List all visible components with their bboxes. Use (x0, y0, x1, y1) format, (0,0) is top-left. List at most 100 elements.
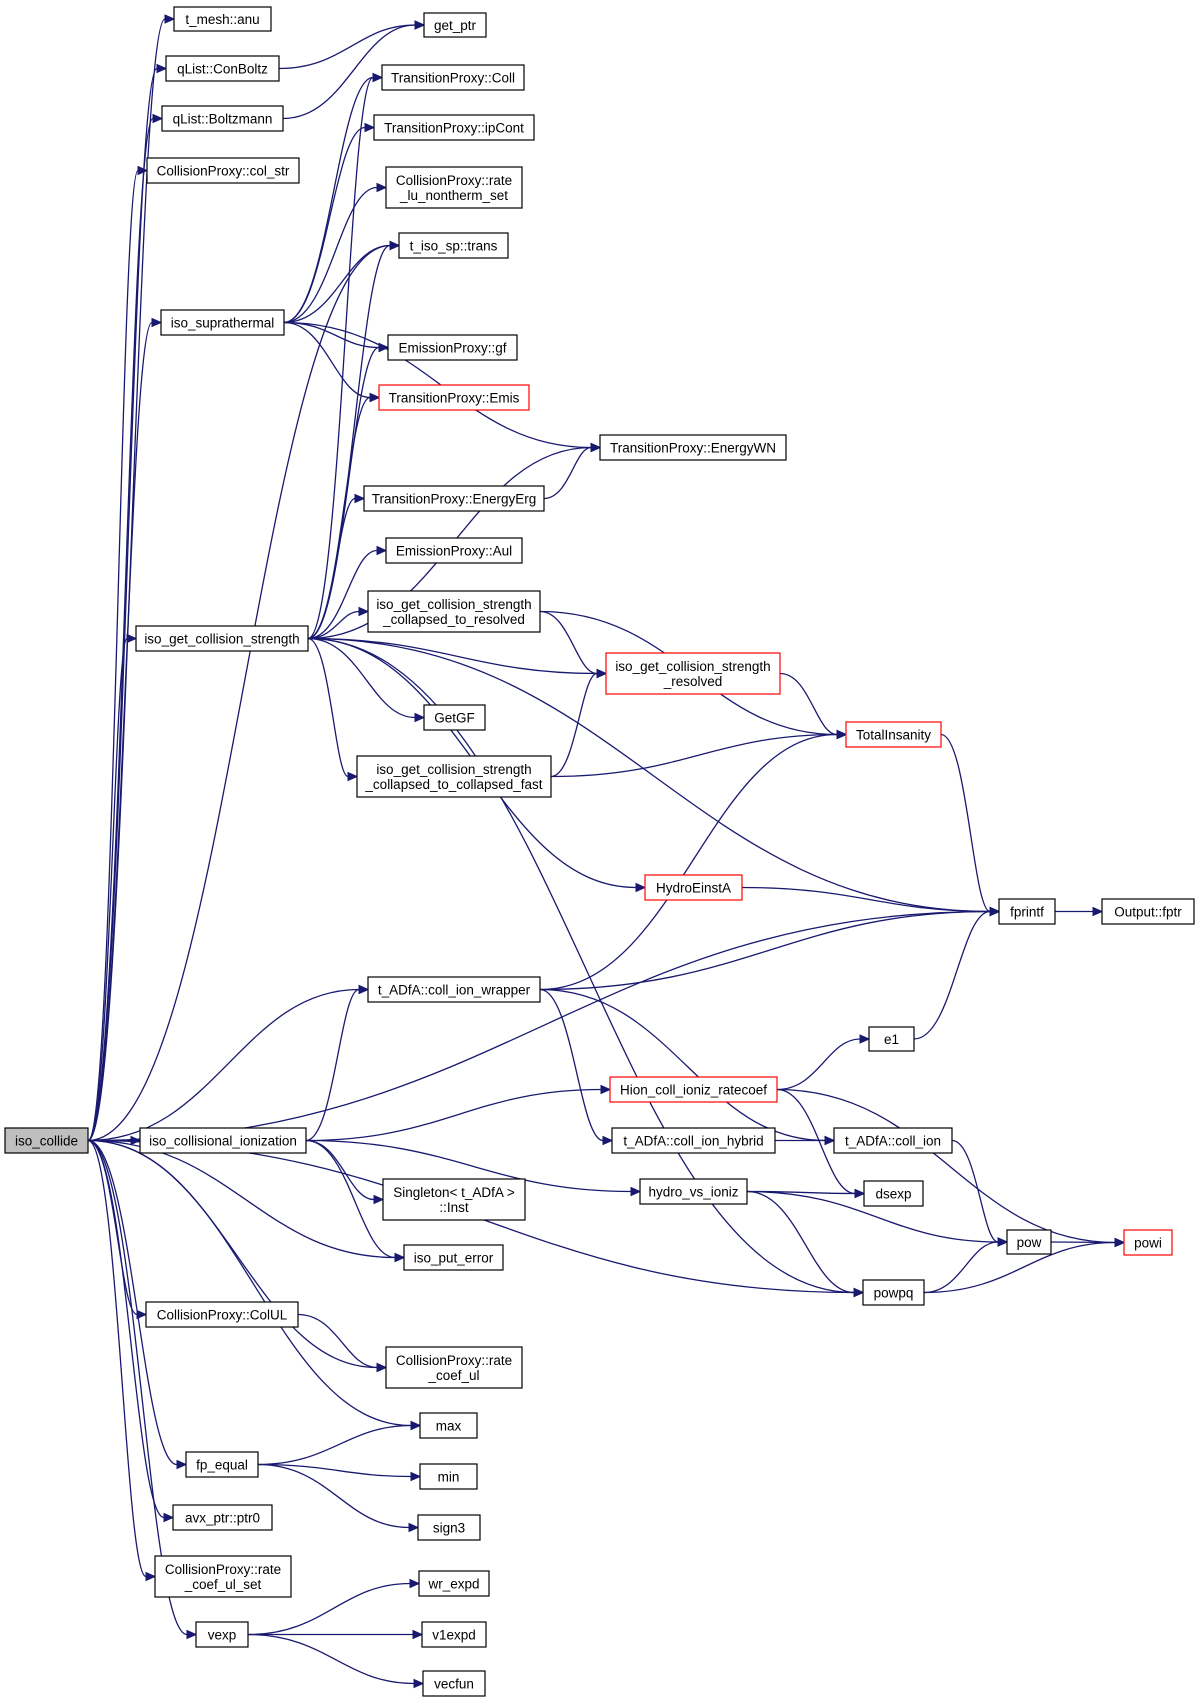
node-label: t_ADfA::coll_ion_wrapper (378, 983, 531, 998)
edge-iso_coll_ion-to-hydro_vs_ioniz (305, 1139, 642, 1197)
node-dsexp[interactable]: dsexp (863, 1180, 924, 1207)
node-sign3[interactable]: sign3 (417, 1514, 481, 1541)
arrowhead-icon (378, 342, 390, 353)
node-TP_Emis[interactable]: TransitionProxy::Emis (378, 384, 530, 411)
edge-fp_equal-to-max (257, 1420, 422, 1466)
node-igcs_c2cf[interactable]: iso_get_collision_strength_collapsed_to_… (356, 755, 552, 798)
edge-coll_ion_hybrid-to-coll_ion (775, 1135, 836, 1146)
node-label: EmissionProxy::Aul (396, 544, 512, 559)
edge-igcs-to-igcs_c2cf (307, 637, 359, 782)
node-label: iso_suprathermal (171, 316, 275, 331)
node-box (165, 55, 280, 82)
node-Boltzmann[interactable]: qList::Boltzmann (161, 105, 284, 132)
node-EP_gf[interactable]: EmissionProxy::gf (387, 334, 518, 361)
edge-line (741, 886, 991, 913)
arrowhead-icon (635, 882, 647, 893)
node-iso_put_error[interactable]: iso_put_error (403, 1244, 504, 1271)
node-avx_ptr0[interactable]: avx_ptr::ptr0 (172, 1504, 273, 1531)
node-Singleton[interactable]: Singleton< t_ADfA >::Inst (382, 1178, 526, 1221)
node-label: Hion_coll_ioniz_ratecoef (620, 1083, 767, 1098)
node-label: qList::ConBoltz (177, 62, 268, 77)
node-max[interactable]: max (419, 1412, 478, 1439)
node-box (385, 166, 523, 209)
node-label: GetGF (434, 711, 475, 726)
edge-line (307, 76, 374, 640)
node-get_ptr[interactable]: get_ptr (423, 12, 487, 38)
node-TotalInsanity[interactable]: TotalInsanity (845, 721, 942, 748)
node-igcs_c2r[interactable]: iso_get_collision_strength_collapsed_to_… (367, 590, 541, 633)
edge-iso_collide-to-t_mesh_anu (87, 14, 176, 1142)
node-pow[interactable]: pow (1006, 1229, 1052, 1255)
node-trans[interactable]: t_iso_sp::trans (398, 232, 509, 259)
node-iso_suprathermal[interactable]: iso_suprathermal (160, 309, 285, 336)
node-box (417, 1514, 481, 1541)
node-box (605, 652, 781, 695)
node-igcs_res[interactable]: iso_get_collision_strength_resolved (605, 652, 781, 695)
node-TP_EnergyErg[interactable]: TransitionProxy::EnergyErg (363, 485, 545, 512)
edge-TP_EnergyErg-to-TP_EnergyWN (543, 442, 602, 500)
node-box (185, 1451, 259, 1478)
node-powpq[interactable]: powpq (862, 1279, 925, 1306)
node-label: dsexp (875, 1187, 911, 1202)
node-rate_lu[interactable]: CollisionProxy::rate_lu_nontherm_set (385, 166, 523, 209)
node-iso_collide[interactable]: iso_collide (4, 1127, 89, 1154)
edge-iso_collide-to-rate_coef_ul (87, 1139, 388, 1373)
node-rate_coef_ul_set[interactable]: CollisionProxy::rate_coef_ul_set (154, 1555, 292, 1598)
node-powi[interactable]: powi (1123, 1229, 1173, 1256)
node-TP_EnergyWN[interactable]: TransitionProxy::EnergyWN (599, 434, 787, 461)
edge-line (307, 549, 378, 640)
arrowhead-icon (590, 442, 602, 453)
edges-layer (87, 14, 1126, 1689)
node-hydro_vs_ioniz[interactable]: hydro_vs_ioniz (639, 1178, 748, 1205)
edge-Hion-to-e1 (776, 1034, 871, 1091)
node-fprintf[interactable]: fprintf (998, 898, 1056, 925)
node-vecfun[interactable]: vecfun (422, 1670, 486, 1697)
arrowhead-icon (1114, 1237, 1126, 1248)
edge-line (550, 733, 838, 778)
node-ColUL[interactable]: CollisionProxy::ColUL (145, 1301, 299, 1328)
edge-line (307, 610, 360, 640)
edge-coll_ion_wrapper-to-coll_ion (539, 988, 836, 1146)
arrowhead-icon (824, 1135, 836, 1146)
node-ConBoltz[interactable]: qList::ConBoltz (165, 55, 280, 82)
node-v1expd[interactable]: v1expd (421, 1621, 487, 1648)
edge-igcs_c2r-to-igcs_res (539, 610, 608, 679)
node-rate_coef_ul[interactable]: CollisionProxy::rate_coef_ul (385, 1346, 523, 1389)
edge-e1-to-fprintf (913, 906, 1001, 1040)
node-TP_ipCont[interactable]: TransitionProxy::ipCont (373, 114, 535, 141)
edge-iso_collide-to-avx_ptr0 (87, 1139, 175, 1523)
arrowhead-icon (854, 1188, 866, 1199)
arrowhead-icon (163, 1512, 175, 1523)
node-GetGF[interactable]: GetGF (423, 704, 486, 731)
node-vexp[interactable]: vexp (195, 1621, 249, 1648)
node-t_mesh_anu[interactable]: t_mesh::anu (173, 6, 272, 32)
node-fp_equal[interactable]: fp_equal (185, 1451, 259, 1478)
node-Output_fptr[interactable]: Output::fptr (1101, 898, 1195, 925)
node-box (387, 334, 518, 361)
node-Hion[interactable]: Hion_coll_ioniz_ratecoef (609, 1076, 778, 1103)
edge-line (87, 169, 139, 1142)
arrowhead-icon (358, 984, 370, 995)
arrowhead-icon (186, 1629, 198, 1640)
node-EP_Aul[interactable]: EmissionProxy::Aul (385, 537, 523, 564)
edge-line (307, 244, 391, 640)
edge-fprintf-to-Output_fptr (1054, 906, 1104, 917)
node-wr_expd[interactable]: wr_expd (418, 1570, 490, 1597)
arrowhead-icon (409, 1578, 421, 1589)
node-label: CollisionProxy::rate (396, 173, 512, 188)
node-col_str[interactable]: CollisionProxy::col_str (146, 157, 300, 184)
node-label: t_mesh::anu (185, 12, 259, 27)
node-box (868, 1026, 915, 1052)
node-HydroEinstA[interactable]: HydroEinstA (644, 874, 743, 901)
node-e1[interactable]: e1 (868, 1026, 915, 1052)
edge-line (305, 1139, 396, 1259)
node-coll_ion[interactable]: t_ADfA::coll_ion (833, 1127, 953, 1154)
node-label: TransitionProxy::EnergyErg (372, 492, 537, 507)
node-igcs[interactable]: iso_get_collision_strength (135, 625, 309, 652)
node-coll_ion_wrapper[interactable]: t_ADfA::coll_ion_wrapper (367, 976, 541, 1003)
node-iso_coll_ion[interactable]: iso_collisional_ionization (139, 1127, 307, 1154)
edge-line (87, 244, 391, 1142)
node-coll_ion_hybrid[interactable]: t_ADfA::coll_ion_hybrid (611, 1127, 776, 1154)
node-min[interactable]: min (419, 1463, 478, 1490)
node-TP_Coll[interactable]: TransitionProxy::Coll (381, 64, 525, 91)
